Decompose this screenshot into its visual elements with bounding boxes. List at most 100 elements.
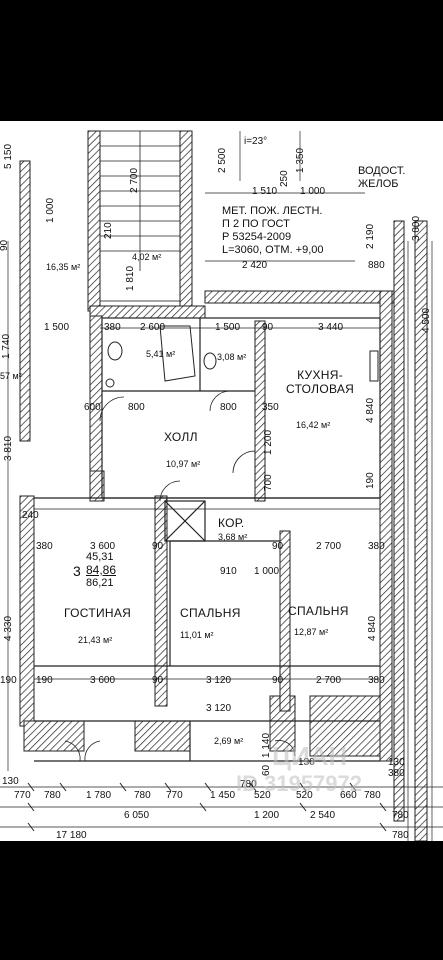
dim-780c: 780 (240, 779, 257, 790)
room-hall-label: ХОЛЛ (164, 430, 198, 444)
dim-380a: 380 (104, 322, 121, 333)
dim-1450: 1 450 (210, 790, 236, 801)
doors (64, 390, 296, 762)
dim-130b: 130 (388, 757, 405, 768)
dim-770a: 770 (14, 790, 31, 801)
dim-2700b: 2 700 (316, 541, 342, 552)
room-kitchen-label-1: КУХНЯ- (297, 368, 344, 382)
dim-4330: 4 330 (3, 615, 14, 641)
bathroom-fixtures (105, 325, 379, 388)
dim-1500: 1 500 (44, 322, 70, 333)
area-1287: 12,87 м² (294, 627, 329, 637)
dim-780f: 780 (392, 830, 409, 841)
apartment-area-total: 84,86 (86, 563, 117, 577)
area-541: 5,41 м² (146, 349, 176, 359)
floor-plan-drawing (0, 130, 443, 841)
dim-3440: 3 440 (318, 322, 344, 333)
dim-780b: 780 (134, 790, 151, 801)
dim-90f: 90 (152, 675, 164, 686)
dim-800b: 800 (220, 402, 237, 413)
slope-label: i=23° (244, 136, 268, 147)
dim-1000b: 1 000 (300, 186, 326, 197)
dim-5150: 5 150 (3, 143, 14, 169)
dim-2700c: 2 700 (316, 675, 342, 686)
dim-1350: 1 350 (295, 147, 306, 173)
dim-780a: 780 (44, 790, 61, 801)
dim-2600: 2 600 (140, 322, 166, 333)
dim-90e: 90 (272, 541, 284, 552)
area-269: 2,69 м² (214, 736, 244, 746)
dim-250: 250 (279, 170, 290, 187)
dim-380f: 380 (388, 768, 405, 779)
partitions (34, 317, 381, 762)
dim-90c: 90 (262, 322, 274, 333)
room-bedroom1-label: СПАЛЬНЯ (180, 606, 241, 620)
dim-190b: 190 (0, 675, 17, 686)
dim-1200: 1 200 (263, 429, 274, 455)
watermark-id: ID 31957972 (236, 771, 362, 796)
room-corridor-label: КОР. (218, 516, 245, 530)
gutter-note-line1: ВОДОСТ. (358, 165, 406, 177)
dim-17180: 17 180 (56, 830, 87, 841)
dim-130c: 130 (298, 757, 315, 768)
dim-2700: 2 700 (129, 167, 140, 193)
dim-4840b: 4 840 (367, 615, 378, 641)
dim-3600a: 3 600 (90, 541, 116, 552)
watermark-brand: ЦИАН (272, 741, 348, 771)
area-1097: 10,97 м² (166, 459, 201, 469)
dim-780e: 780 (392, 810, 409, 821)
room-kitchen-label-2: СТОЛОВАЯ (286, 382, 355, 396)
staircase (99, 130, 181, 302)
dim-1000c: 1 000 (254, 566, 280, 577)
dim-2500: 2 500 (217, 147, 228, 173)
walls (19, 130, 428, 841)
area-368: 3,68 м² (218, 532, 248, 542)
dim-1200b: 1 200 (254, 810, 280, 821)
apartment-area-living: 45,31 (86, 551, 114, 563)
area-57: 57 м² (0, 371, 22, 381)
dim-880: 880 (368, 260, 385, 271)
stair-note-line4: L=3060, ОТМ. +9,00 (222, 244, 324, 256)
dim-380c: 380 (36, 541, 53, 552)
gutter-note-line2: ЖЕЛОБ (358, 178, 399, 190)
dim-1000: 1 000 (45, 197, 56, 223)
dim-240: 240 (22, 510, 39, 521)
dim-4500: 4 500 (421, 307, 432, 333)
stair-note-line2: П 2 ПО ГОСТ (222, 218, 290, 230)
dim-210: 210 (103, 222, 114, 239)
dim-4840a: 4 840 (365, 397, 376, 423)
dim-3000: 3 000 (411, 215, 422, 241)
dim-3120a: 3 120 (206, 675, 232, 686)
dim-90g: 90 (272, 675, 284, 686)
dim-190c: 190 (36, 675, 53, 686)
dim-2190: 2 190 (365, 223, 376, 249)
dim-3810: 3 810 (3, 435, 14, 461)
dim-800a: 800 (128, 402, 145, 413)
dim-1140: 1 140 (261, 732, 272, 758)
dim-3600b: 3 600 (90, 675, 116, 686)
dim-1780: 1 780 (86, 790, 112, 801)
dim-350: 350 (262, 402, 279, 413)
dim-520a: 520 (254, 790, 271, 801)
dim-1510: 1 510 (252, 186, 278, 197)
area-308: 3,08 м² (217, 352, 247, 362)
dim-1810: 1 810 (125, 265, 136, 291)
dim-660: 660 (340, 790, 357, 801)
dim-380d: 380 (368, 541, 385, 552)
apartment-area-gross: 86,21 (86, 577, 114, 589)
dim-6050: 6 050 (124, 810, 150, 821)
dim-1740: 1 740 (1, 333, 12, 359)
stair-note-line3: Р 53254-2009 (222, 231, 292, 243)
area-1642: 16,42 м² (296, 420, 331, 430)
dim-780d: 780 (364, 790, 381, 801)
room-bedroom2-label: СПАЛЬНЯ (288, 604, 349, 618)
room-living-label: ГОСТИНАЯ (64, 606, 132, 620)
dim-2540: 2 540 (310, 810, 336, 821)
apartment-number: 3 (73, 563, 81, 579)
dim-3120b: 3 120 (206, 703, 232, 714)
dim-380e: 380 (368, 675, 385, 686)
dim-2420: 2 420 (242, 260, 268, 271)
dim-130a: 130 (2, 776, 19, 787)
dim-520b: 520 (296, 790, 313, 801)
dim-600: 600 (84, 402, 101, 413)
